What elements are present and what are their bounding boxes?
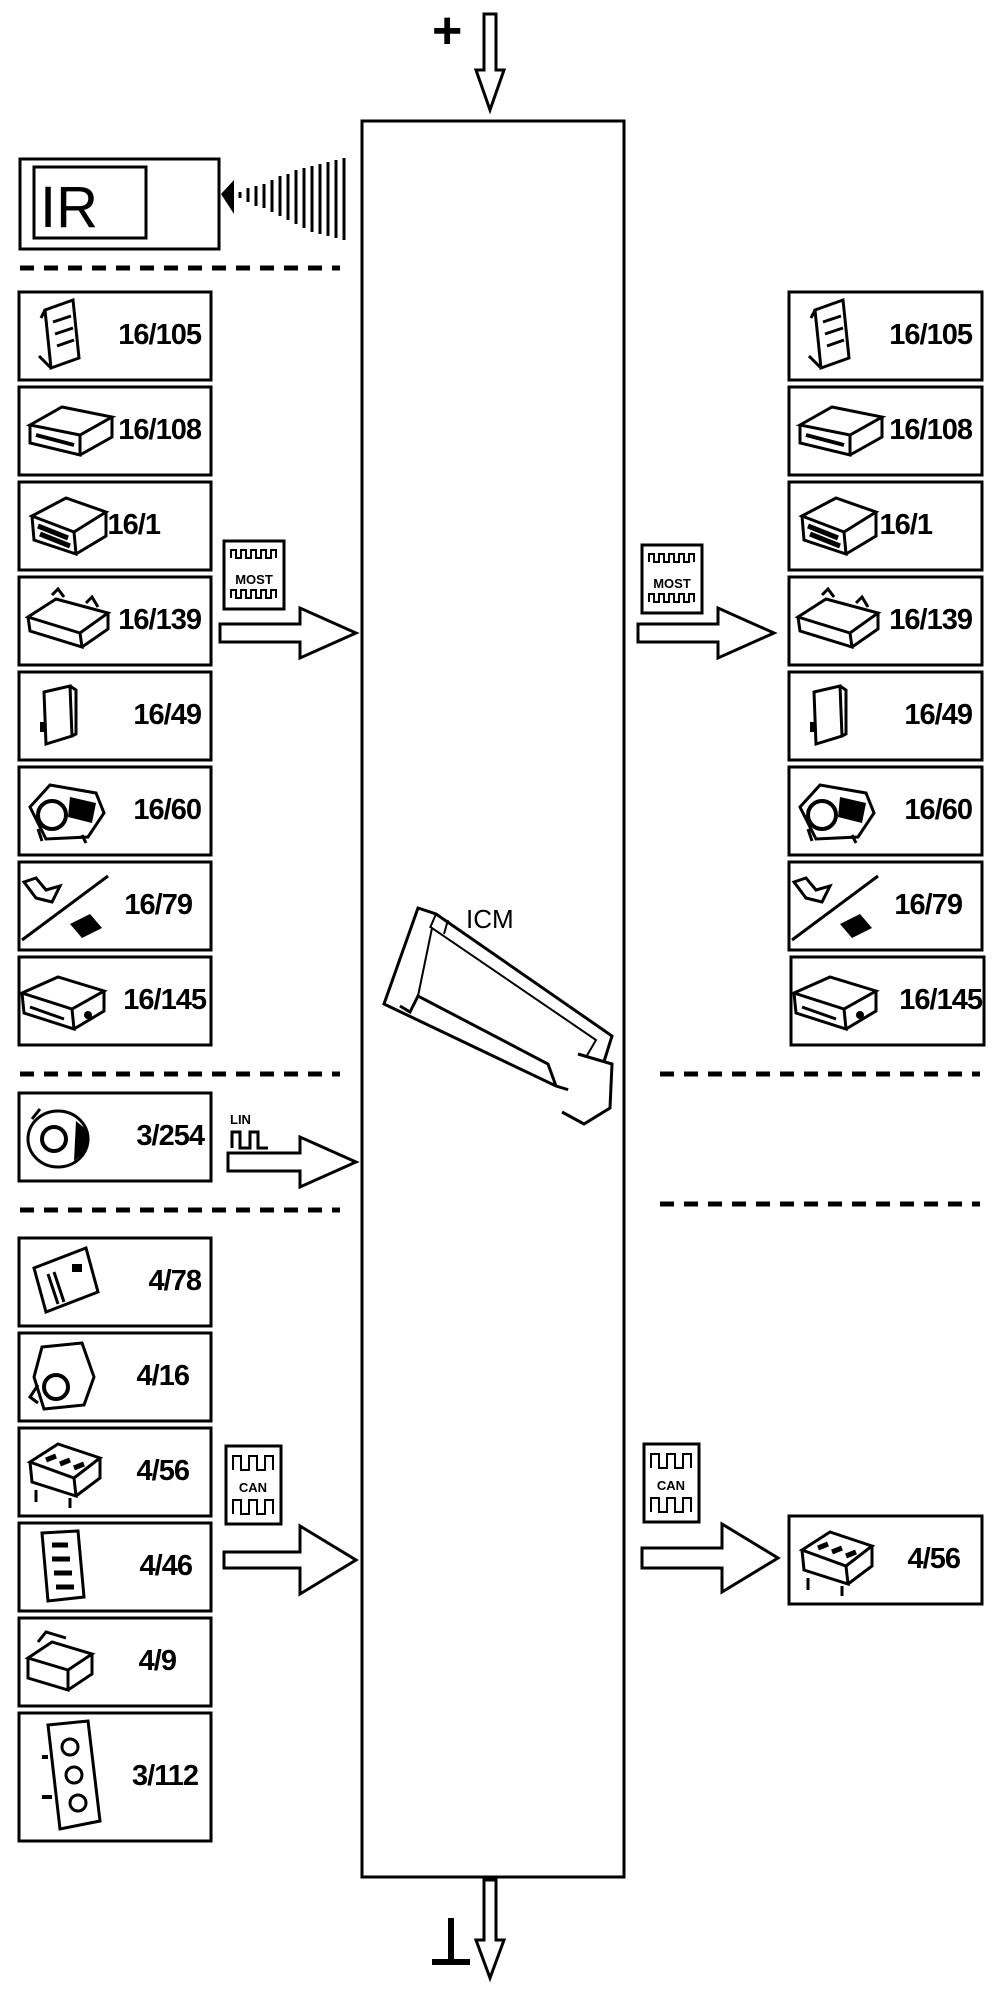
left-most-module: 16/108	[17, 385, 213, 477]
module-label: 16/145	[899, 984, 983, 1016]
most-bus-label: MOST	[653, 576, 691, 591]
right-most-module: 16/105	[787, 290, 984, 382]
lin-bus-symbol	[230, 1130, 268, 1150]
ground-arrow	[473, 1878, 507, 1983]
left-most-module: 16/49	[17, 670, 213, 762]
right-can-arrow	[640, 1521, 781, 1595]
module-label: 16/49	[133, 699, 201, 731]
module-label: 16/139	[118, 604, 202, 636]
left-most-arrow	[218, 605, 360, 661]
ir-beam	[238, 158, 346, 240]
right-most-bus-symbol	[640, 543, 704, 615]
right-most-module: 16/145	[789, 955, 986, 1047]
module-label: 4/46	[140, 1550, 193, 1582]
right-can-bus-symbol	[642, 1442, 701, 1524]
module-label: 4/9	[139, 1645, 177, 1677]
left-can-module: 3/112	[17, 1711, 213, 1843]
module-label: 16/79	[894, 889, 962, 921]
module-label: 16/60	[133, 794, 201, 826]
ir-label: IR	[40, 175, 98, 240]
icm-device-icon	[382, 906, 614, 1126]
left-can-module: 4/78	[17, 1236, 213, 1328]
right-most-module: 16/108	[787, 385, 984, 477]
module-label: 16/1	[880, 509, 933, 541]
right-most-module: 16/139	[787, 575, 984, 667]
ir-module	[18, 157, 234, 251]
module-label: 4/56	[137, 1455, 190, 1487]
right-can-module: 4/56	[787, 1514, 984, 1606]
left-most-module: 16/60	[17, 765, 213, 857]
left-can-bus-symbol	[224, 1444, 283, 1526]
right-most-arrow	[636, 605, 778, 661]
module-label: 16/1	[108, 509, 161, 541]
module-label: 3/254	[136, 1120, 204, 1152]
can-bus-label: CAN	[657, 1478, 685, 1493]
ground-symbol	[432, 1918, 470, 1965]
module-label: 16/108	[889, 414, 973, 446]
module-label: 4/56	[908, 1543, 961, 1575]
module-label: 16/60	[904, 794, 972, 826]
left-most-module: 16/105	[17, 290, 213, 382]
module-label: 16/105	[889, 319, 973, 351]
left-can-module: 4/46	[17, 1521, 213, 1613]
lin-bus-label: LIN	[230, 1112, 251, 1127]
left-most-module: 16/79	[17, 860, 213, 952]
module-label: 16/145	[123, 984, 207, 1016]
module-label: 16/49	[904, 699, 972, 731]
left-most-bus-symbol	[222, 539, 286, 611]
icm-label: ICM	[466, 904, 514, 934]
left-most-module: 16/145	[17, 955, 213, 1047]
module-label: 4/16	[137, 1360, 190, 1392]
left-can-module: 4/16	[17, 1331, 213, 1423]
module-label: 4/78	[149, 1265, 202, 1297]
left-can-arrow	[222, 1523, 359, 1597]
right-most-module: 16/49	[787, 670, 984, 762]
right-most-module: 16/79	[787, 860, 984, 952]
module-label: 16/79	[124, 889, 192, 921]
right-most-module: 16/60	[787, 765, 984, 857]
module-label: 3/112	[132, 1760, 198, 1792]
left-can-module: 4/56	[17, 1426, 213, 1518]
left-most-module: 16/139	[17, 575, 213, 667]
right-most-module: 16/1	[787, 480, 984, 572]
left-most-module: 16/1	[17, 480, 213, 572]
power-supply-arrow	[473, 12, 507, 115]
left-can-module: 4/9	[17, 1616, 213, 1708]
module-label: 16/108	[118, 414, 202, 446]
module-label: 16/139	[889, 604, 973, 636]
left-lin-module: 3/254	[17, 1091, 213, 1183]
module-label: 16/105	[118, 319, 202, 351]
left-lin-arrow	[226, 1134, 360, 1190]
most-bus-label: MOST	[235, 572, 273, 587]
plus-symbol: +	[432, 2, 462, 60]
can-bus-label: CAN	[239, 1480, 267, 1495]
